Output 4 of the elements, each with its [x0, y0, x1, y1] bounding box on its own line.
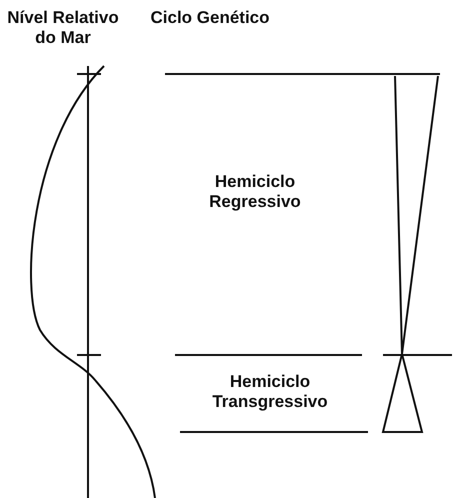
column-title: Ciclo Genético — [150, 8, 270, 28]
axis-title: Nível Relativo do Mar — [6, 8, 120, 48]
interval-label: Hemiciclo Transgressivo — [211, 372, 329, 412]
interval-label: Hemiciclo Regressivo — [208, 172, 302, 212]
